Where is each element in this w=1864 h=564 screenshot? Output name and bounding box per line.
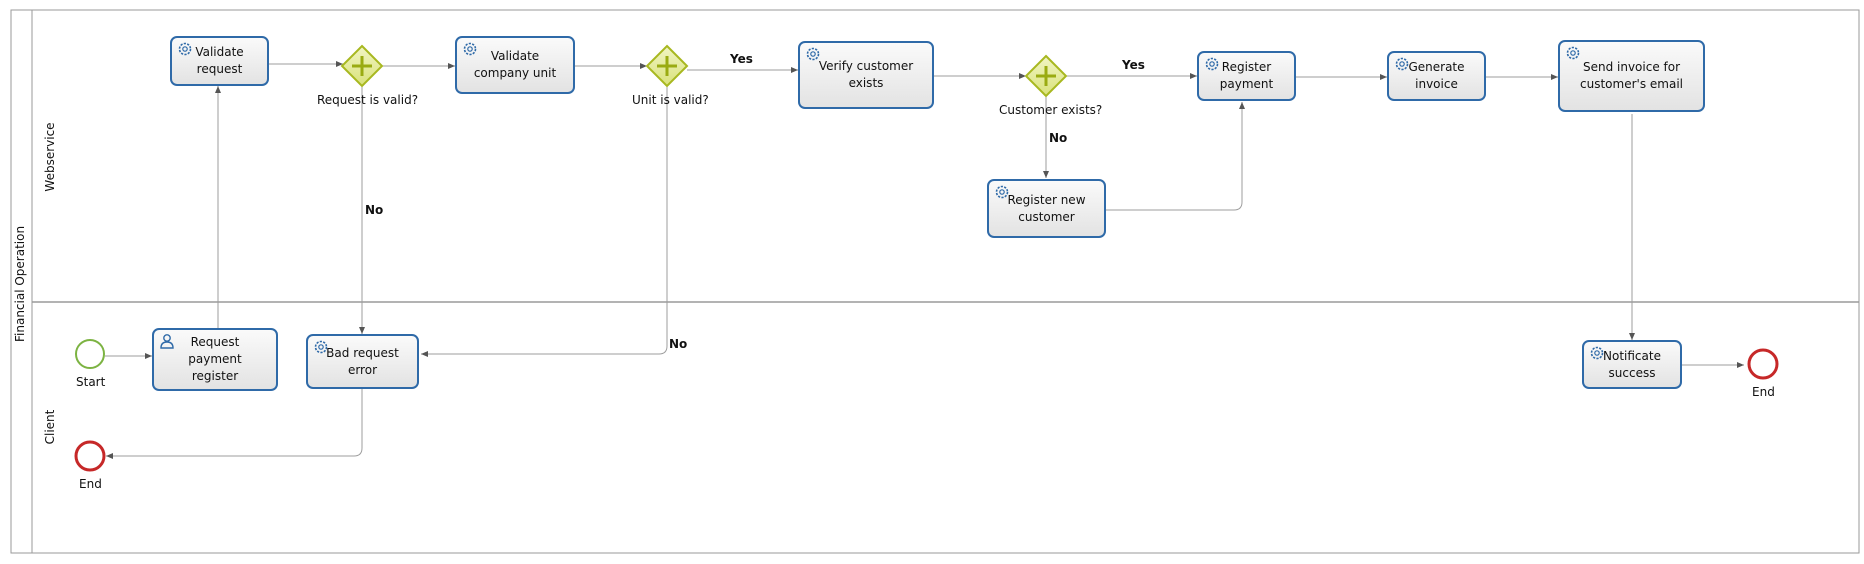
pool-title: Financial Operation [13, 225, 27, 342]
gateway-label-request-valid: Request is valid? [317, 93, 419, 107]
task-send-invoice[interactable]: Send invoice for customer's email [1558, 40, 1705, 112]
pool-border [10, 9, 1860, 554]
flow-error-to-end [106, 389, 363, 459]
end-event-success [1747, 348, 1779, 380]
gateway-unit-valid [645, 44, 689, 88]
gateway-label-customer-exists: Customer exists? [999, 103, 1103, 117]
flow-label-unit-yes: Yes [730, 52, 753, 66]
task-register-payment[interactable]: Register payment [1197, 51, 1296, 101]
gear-icon [806, 47, 820, 61]
flow-label-customer-no: No [1049, 131, 1068, 145]
gear-icon [1590, 346, 1604, 360]
start-event-label: Start [76, 375, 106, 389]
task-notificate-success[interactable]: Notificate success [1582, 340, 1682, 389]
task-label: Generate invoice [1408, 60, 1465, 91]
task-validate-company-unit[interactable]: Validate company unit [455, 36, 575, 94]
task-request-payment-register[interactable]: Request payment register [152, 328, 278, 391]
gear-icon [463, 42, 477, 56]
flow-label-request-no: No [365, 203, 384, 217]
lane-title-webservice: Webservice [43, 122, 57, 192]
gear-icon [995, 185, 1009, 199]
user-icon [160, 334, 174, 349]
flow-new-customer-to-payment [1106, 102, 1245, 211]
flow-label-unit-no: No [669, 337, 688, 351]
flow-gateway2-no [421, 86, 668, 357]
gear-icon [1395, 57, 1409, 71]
lane-title-client: Client [43, 409, 57, 445]
gear-icon [1566, 46, 1580, 60]
gear-icon [178, 42, 192, 56]
task-label: Verify customer exists [818, 59, 914, 90]
task-label: Register new customer [1007, 192, 1086, 224]
task-label: Notificate success [1603, 348, 1661, 380]
task-label: Send invoice for customer's email [1580, 60, 1683, 91]
start-event [75, 339, 105, 369]
task-label: Register payment [1219, 60, 1274, 91]
end-event-success-label: End [1752, 385, 1775, 399]
task-generate-invoice[interactable]: Generate invoice [1387, 51, 1486, 101]
task-label: Request payment register [188, 335, 242, 383]
gateway-label-unit-valid: Unit is valid? [632, 93, 709, 107]
end-event-client-label: End [79, 477, 102, 491]
gear-icon [1205, 57, 1219, 71]
task-label: Bad request error [326, 345, 399, 377]
task-label: Validate request [195, 45, 244, 76]
flow-label-customer-yes: Yes [1122, 58, 1145, 72]
task-validate-request[interactable]: Validate request [170, 36, 269, 86]
end-event-client [74, 440, 106, 472]
task-bad-request-error[interactable]: Bad request error [306, 334, 419, 389]
gateway-customer-exists [1024, 54, 1068, 98]
task-label: Validate company unit [473, 49, 557, 80]
task-register-new-customer[interactable]: Register new customer [987, 179, 1106, 238]
gateway-request-valid [340, 44, 384, 88]
gear-icon [314, 340, 328, 354]
task-verify-customer-exists[interactable]: Verify customer exists [798, 41, 934, 109]
